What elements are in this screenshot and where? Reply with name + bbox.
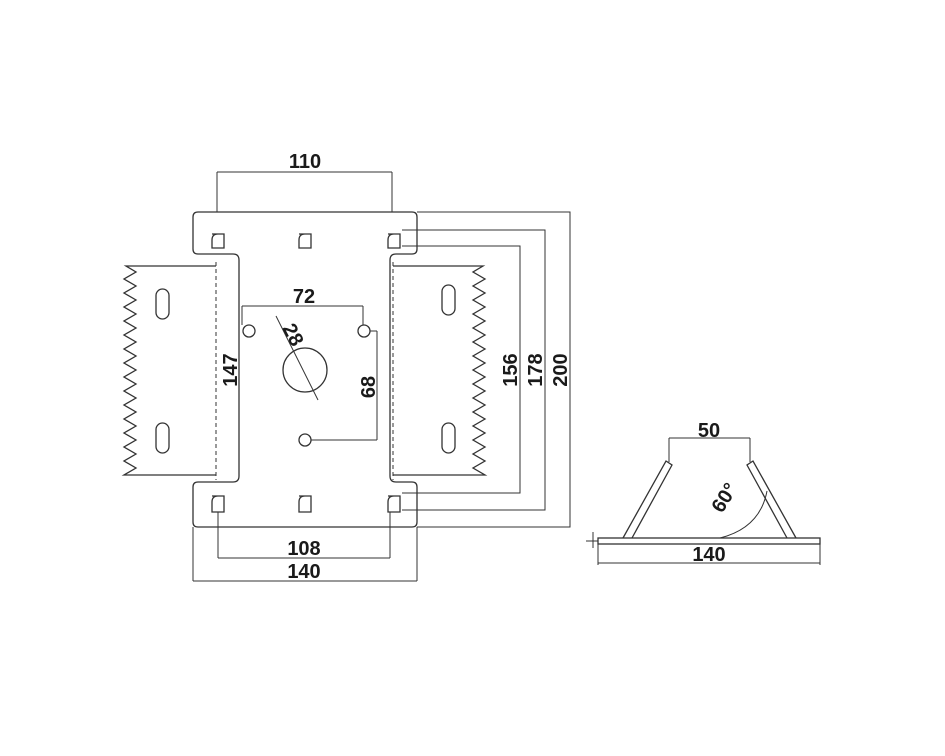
dim-72-label: 72 [293,286,315,308]
dim-110-label: 110 [289,151,321,173]
left-wing-slot-bottom [155,422,170,454]
bolt-hole-bottom [298,433,312,447]
dim-156-label: 156 [500,353,522,386]
plan-view: 110 72 28 147 68 156 178 200 108 140 [121,151,572,583]
dim-147-label: 147 [220,353,242,386]
dim-178-line [402,229,546,511]
dim-156-line [402,245,521,494]
dim-side-140-label: 140 [692,544,725,566]
dim-200-line [417,211,571,528]
right-wing-slot-top [441,284,456,316]
dim-178-label: 178 [525,353,547,386]
left-wing-slot-top [155,288,170,320]
dim-r28-label: 28 [278,320,308,350]
center-hole [282,347,328,393]
bolt-hole-right [357,324,371,338]
dim-200-label: 200 [550,353,572,386]
side-leg-left [622,460,673,539]
dim-60-label: 60° [708,479,743,516]
right-clamp-wing [393,265,488,476]
left-clamp-wing [121,265,216,476]
dim-140-label: 140 [287,561,320,583]
bolt-hole-left [242,324,256,338]
right-wing-slot-bottom [441,422,456,454]
plate-slot-bottom-left [211,495,225,513]
plate-slot-bottom-middle [298,495,312,513]
main-plate-outline [192,211,418,528]
plate-slot-top-right [387,233,401,249]
side-view: 50 60° 140 [586,420,821,566]
dim-50-label: 50 [698,420,720,442]
dim-68-label: 68 [358,376,380,398]
plate-slot-top-middle [298,233,312,249]
plate-slot-top-left [211,233,225,249]
plate-slot-bottom-right [387,495,401,513]
side-leg-right [746,460,797,539]
dim-r28-leader [275,315,319,401]
dim-108-label: 108 [287,538,320,560]
dim-60-arc [719,490,768,539]
